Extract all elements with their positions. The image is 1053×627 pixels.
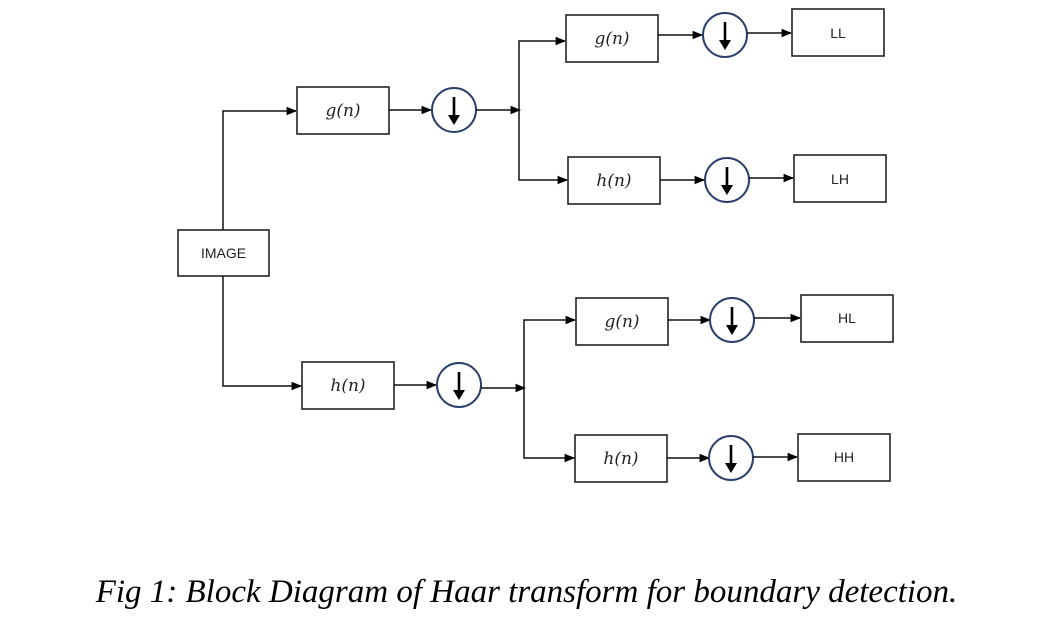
wire-to-hl-filter	[523, 315, 577, 388]
downsample-icon	[708, 435, 754, 481]
level1-high-branch: h(n)	[301, 315, 577, 463]
ll-path: g(n) LL	[565, 8, 885, 63]
downsample-icon	[436, 362, 482, 408]
output-ll-label: LL	[830, 25, 846, 41]
downsample-icon	[704, 157, 750, 203]
figure-caption: Fig 1: Block Diagram of Haar transform f…	[95, 574, 958, 610]
output-lh-label: LH	[831, 171, 849, 187]
wire-to-h1	[222, 276, 303, 391]
image-block: IMAGE	[177, 229, 270, 277]
input-split-wires	[222, 106, 303, 391]
wire-to-g1	[222, 106, 298, 230]
level1-low-branch: g(n)	[296, 36, 569, 185]
wire-to-ll-filter	[518, 36, 567, 110]
output-hh-label: HH	[834, 449, 854, 465]
filter-hh-label: h(n)	[603, 449, 638, 469]
lh-path: h(n) LH	[567, 154, 887, 205]
filter-g1-label: g(n)	[325, 101, 360, 121]
wire-to-hh-filter	[523, 388, 576, 463]
hh-path: h(n) HH	[574, 433, 891, 483]
image-label: IMAGE	[201, 245, 246, 261]
filter-ll-label: g(n)	[594, 29, 629, 49]
filter-h1-label: h(n)	[330, 376, 365, 396]
wire-to-lh-filter	[518, 110, 569, 185]
downsample-icon	[431, 87, 477, 133]
output-hl-label: HL	[838, 310, 856, 326]
downsample-icon	[702, 12, 748, 58]
downsample-icon	[709, 297, 755, 343]
filter-lh-label: h(n)	[596, 171, 631, 191]
hl-path: g(n) HL	[575, 294, 894, 346]
filter-hl-label: g(n)	[604, 312, 639, 332]
haar-block-diagram: IMAGE g(n) g(n) LL h(n	[177, 8, 894, 483]
